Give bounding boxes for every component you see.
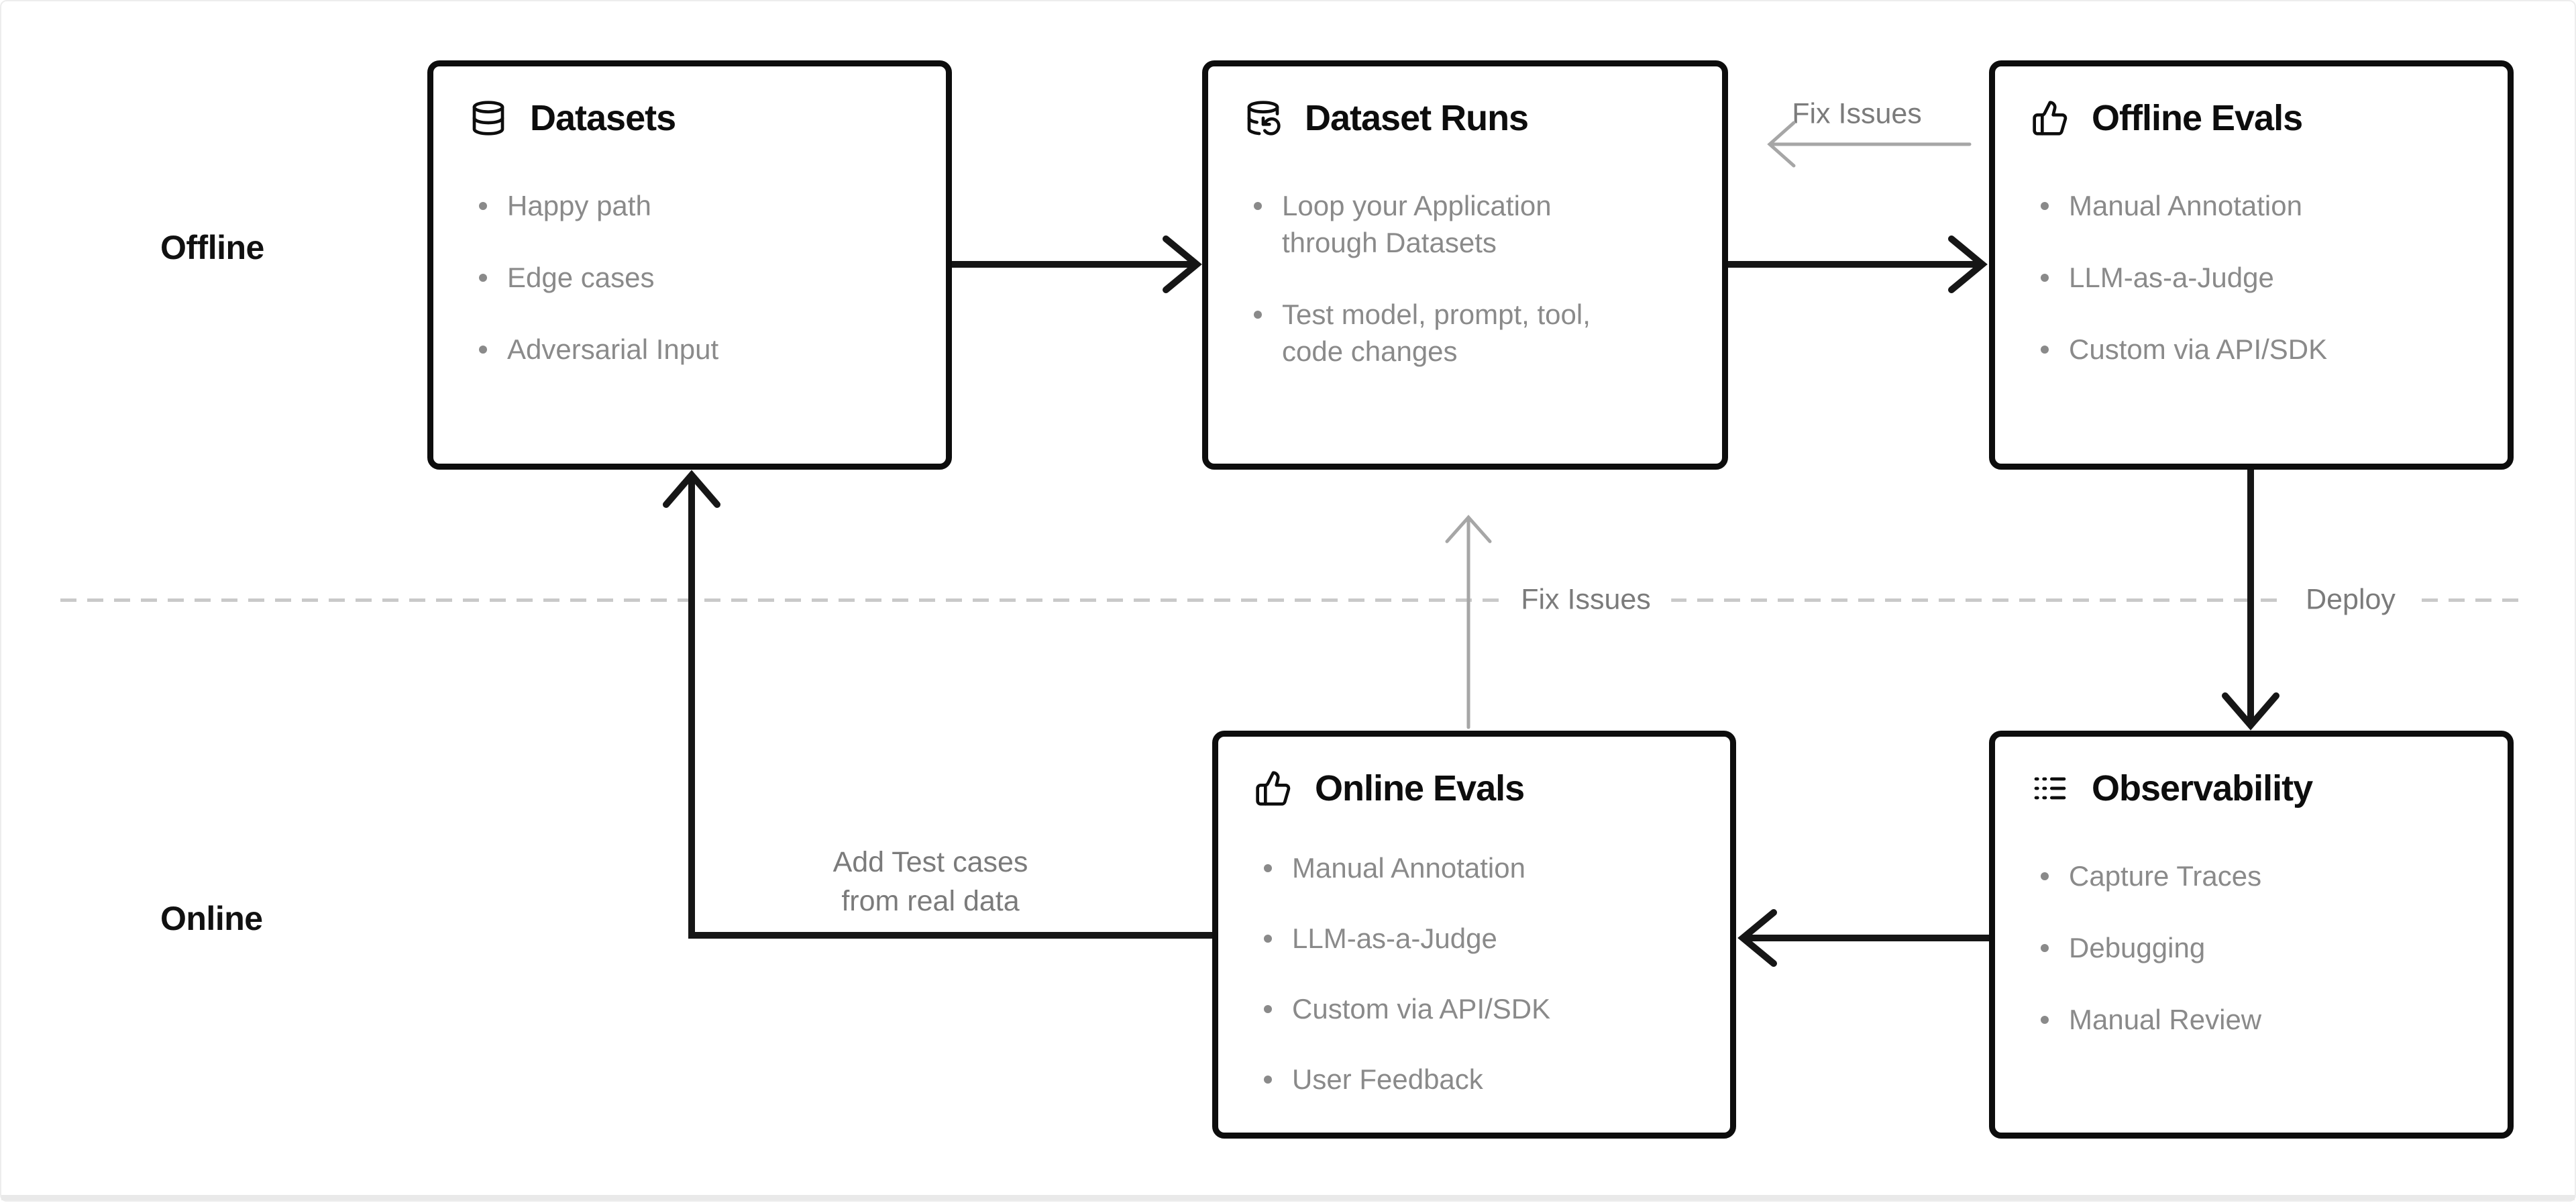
thumbs-up-icon [2031,99,2069,137]
offline-region-label: Offline [160,229,264,266]
box-online-evals-title: Online Evals [1315,768,1525,808]
arrow-fix-issues-online [1445,515,1492,729]
box-dataset-runs-list: Loop your Application through Datasets T… [1244,187,1633,370]
edge-label-fix-issues-mid: Fix Issues [1501,579,1671,621]
list-item-text: Capture Traces [2069,860,2262,892]
edge-label-add-test-cases: Add Test cases from real data [790,843,1071,921]
box-datasets-list: Happy path Edge cases Adversarial Input [470,187,859,368]
list-item: Manual Annotation [1254,849,1644,886]
box-offline-evals: Offline Evals Manual Annotation LLM-as-a… [1989,60,2514,470]
list-item-text: Manual Review [2069,1004,2262,1035]
box-offline-evals-title: Offline Evals [2092,98,2303,138]
list-item-text: Custom via API/SDK [2069,333,2328,365]
edge-label-fix-issues-top: Fix Issues [1772,93,1942,135]
list-item-text: Adversarial Input [507,333,719,365]
list-item-text: Custom via API/SDK [1292,993,1551,1025]
list-item-text: Edge cases [507,262,655,293]
box-dataset-runs: Dataset Runs Loop your Application throu… [1202,60,1728,470]
bullet-dot [2041,944,2049,952]
box-datasets: Datasets Happy path Edge cases Adversari… [427,60,952,470]
list-item: Loop your Application through Datasets [1244,187,1633,261]
list-item: Adversarial Input [470,331,859,368]
bullet-dot [2041,1016,2049,1024]
box-observability-title: Observability [2092,768,2313,808]
database-loop-icon [1244,99,1282,137]
bullet-dot [1264,1005,1272,1013]
list-item-text: User Feedback [1292,1063,1483,1095]
box-offline-evals-header: Offline Evals [2031,97,2471,139]
list-item: Custom via API/SDK [1254,990,1644,1027]
box-offline-evals-list: Manual Annotation LLM-as-a-Judge Custom … [2031,187,2420,368]
box-online-evals: Online Evals Manual Annotation LLM-as-a-… [1212,731,1736,1139]
list-item: Capture Traces [2031,857,2420,894]
arrow-datasets-to-dataset-runs [949,236,1202,293]
box-dataset-runs-title: Dataset Runs [1305,98,1529,138]
list-item: Happy path [470,187,859,224]
list-item-text: Test model, prompt, tool, code changes [1282,299,1591,367]
list-item: LLM-as-a-Judge [2031,259,2420,296]
bullet-dot [2041,202,2049,210]
list-item: User Feedback [1254,1061,1644,1098]
bullet-dot [479,202,487,210]
bullet-dot [2041,274,2049,282]
list-item-text: LLM-as-a-Judge [1292,923,1497,954]
arrow-observability-to-online-evals [1737,909,1992,967]
list-item: Edge cases [470,259,859,296]
arrow-offline-evals-to-observability [2222,466,2279,731]
box-datasets-header: Datasets [470,97,910,139]
box-observability-list: Capture Traces Debugging Manual Review [2031,857,2420,1038]
list-item: LLM-as-a-Judge [1254,920,1644,957]
bullet-dot [479,274,487,282]
database-icon [470,99,507,137]
thumbs-up-icon [1254,770,1292,807]
bullet-dot [1264,1076,1272,1084]
logs-icon [2031,770,2069,807]
box-online-evals-list: Manual Annotation LLM-as-a-Judge Custom … [1254,849,1644,1098]
bullet-dot [2041,872,2049,880]
list-item: Custom via API/SDK [2031,331,2420,368]
bullet-dot [1254,311,1262,319]
online-region-label: Online [160,900,263,937]
list-item: Manual Review [2031,1001,2420,1038]
list-item-text: Loop your Application through Datasets [1282,190,1552,258]
bullet-dot [1264,935,1272,943]
arrow-dataset-runs-to-offline-evals [1725,236,1988,293]
list-item-text: Debugging [2069,932,2206,963]
list-item-text: Happy path [507,190,651,221]
box-dataset-runs-header: Dataset Runs [1244,97,1686,139]
offline-online-divider [60,598,2518,602]
bullet-dot [1264,864,1272,872]
list-item-text: LLM-as-a-Judge [2069,262,2274,293]
edge-label-deploy: Deploy [2286,579,2416,621]
bullet-dot [2041,346,2049,354]
bullet-dot [479,346,487,354]
add-test-cases-line1: Add Test cases [833,846,1028,878]
box-datasets-title: Datasets [530,98,676,138]
list-item-text: Manual Annotation [2069,190,2302,221]
list-item: Debugging [2031,929,2420,966]
bullet-dot [1254,202,1262,210]
add-test-cases-line2: from real data [841,885,1020,917]
list-item: Manual Annotation [2031,187,2420,224]
box-observability: Observability Capture Traces Debugging M… [1989,731,2514,1139]
list-item-text: Manual Annotation [1292,852,1525,884]
bottom-edge-band [1,1195,2575,1200]
list-item: Test model, prompt, tool, code changes [1244,296,1633,370]
box-observability-header: Observability [2031,768,2471,809]
box-online-evals-header: Online Evals [1254,768,1694,809]
